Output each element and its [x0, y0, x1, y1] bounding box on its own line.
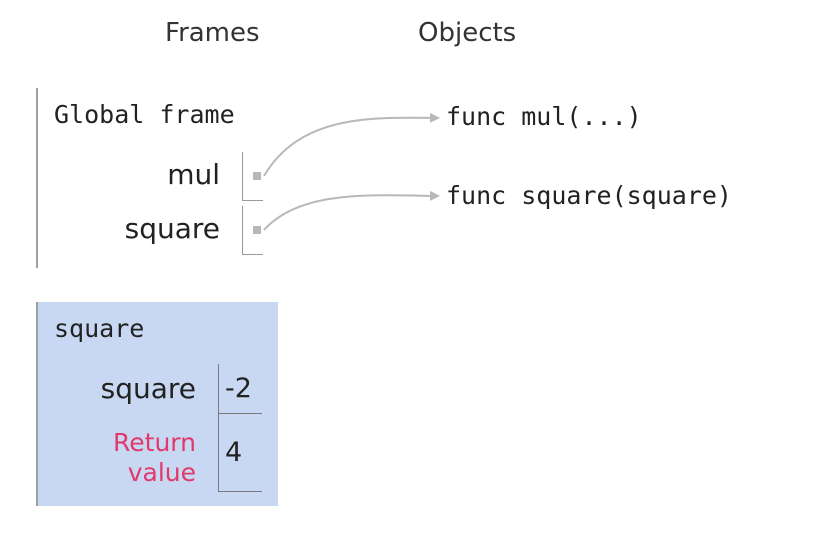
- object-func-square: func square(square): [446, 181, 732, 210]
- square-frame-title: square: [54, 314, 145, 343]
- global-var-square-slot: [242, 206, 263, 255]
- return-label-line1: Return: [113, 428, 196, 457]
- objects-header: Objects: [418, 18, 517, 48]
- square-param-name: square: [100, 372, 196, 405]
- global-var-mul-slot: [242, 152, 263, 201]
- frames-header: Frames: [165, 18, 260, 48]
- global-var-mul-name: mul: [167, 158, 220, 191]
- global-frame-title: Global frame: [54, 100, 235, 129]
- global-frame: Global frame mul square: [36, 88, 278, 268]
- return-value-label: Return value: [113, 428, 196, 488]
- arrow-mul: [263, 112, 440, 177]
- arrow-square: [263, 190, 440, 231]
- object-func-mul: func mul(...): [446, 102, 642, 131]
- pointer-dot-icon: [253, 172, 261, 180]
- return-value-cell: 4: [218, 414, 262, 492]
- square-frame: square square -2 Return value 4: [36, 302, 278, 506]
- global-var-square-name: square: [124, 212, 220, 245]
- square-param-value: -2: [218, 364, 262, 414]
- pointer-dot-icon: [253, 226, 261, 234]
- return-label-line2: value: [127, 458, 196, 487]
